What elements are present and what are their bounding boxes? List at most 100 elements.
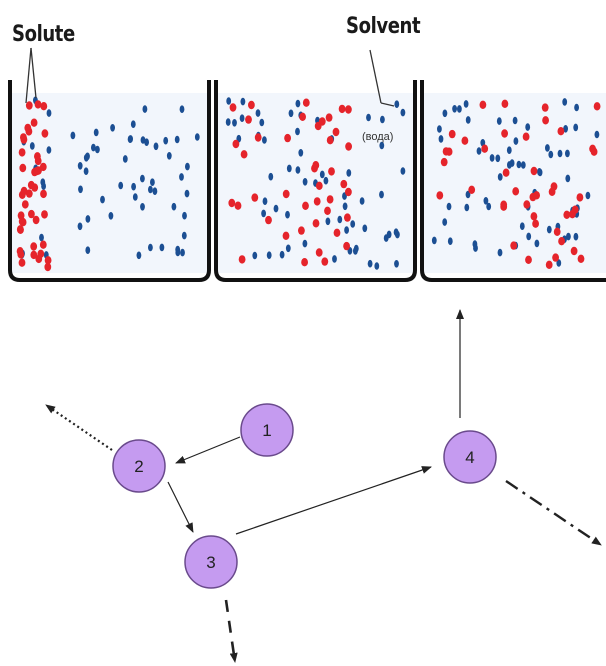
solvent-particle: [85, 215, 91, 223]
solute-particle: [577, 254, 585, 263]
solute-particle: [343, 241, 350, 251]
solute-particle: [501, 99, 509, 109]
solvent-particle: [295, 166, 301, 174]
edge-2-to-3: [167, 481, 194, 533]
solute-particle: [17, 225, 24, 234]
solute-particle: [37, 249, 45, 258]
path-3-dashed: [224, 599, 238, 663]
solute-particle: [571, 205, 579, 214]
solvent-particle: [512, 116, 518, 125]
solvent-particle: [509, 159, 515, 167]
solute-particle: [442, 147, 450, 156]
solvent-particle: [344, 226, 349, 234]
solute-particle: [299, 112, 306, 122]
solute-particle: [576, 193, 584, 202]
solute-particle: [313, 197, 321, 206]
solvent-particle: [163, 136, 169, 145]
solvent-particle: [140, 174, 145, 183]
solute-particle: [282, 231, 290, 240]
node-2: 2: [112, 439, 166, 493]
solvent-particle: [534, 239, 540, 248]
solute-particle: [312, 161, 320, 170]
solvent-particle: [537, 168, 542, 176]
solute-particle: [525, 255, 532, 264]
solvent-particle: [232, 119, 237, 127]
solvent-particle: [513, 137, 519, 145]
solvent-particle: [85, 246, 91, 254]
solvent-particle: [585, 191, 591, 200]
solvent-particle: [497, 248, 503, 257]
solvent-particle: [46, 146, 52, 154]
solvent-particle: [325, 217, 331, 226]
solvent-particle: [185, 162, 190, 171]
solute-particle: [18, 258, 26, 267]
solute-particle: [44, 262, 52, 272]
solute-particle: [34, 156, 42, 166]
solute-particle: [251, 193, 259, 202]
solvent-particle: [77, 222, 83, 231]
solvent-particle: [545, 144, 550, 152]
solute-particle: [21, 200, 29, 209]
solvent-particle: [252, 251, 258, 260]
solvent-particle: [122, 155, 128, 163]
solvent-particle: [226, 97, 232, 105]
solvent-particle: [464, 203, 470, 212]
solvent-particle: [594, 130, 600, 139]
solute-particle: [332, 127, 340, 137]
solvent-particle: [268, 172, 274, 181]
solvent-particle: [476, 147, 482, 155]
solvent-particle: [342, 202, 348, 211]
solute-particle: [593, 102, 601, 111]
solute-particle: [312, 219, 320, 228]
solvent-particle: [273, 204, 279, 213]
solvent-particle: [166, 152, 172, 160]
solvent-particle: [194, 133, 200, 141]
solute-particle: [563, 210, 571, 219]
solvent-particle: [302, 239, 308, 248]
solvent-particle: [295, 127, 300, 136]
solvent-particle: [100, 195, 105, 204]
solvent-particle: [83, 154, 89, 162]
solute-particle: [340, 179, 348, 189]
solute-particle: [228, 198, 236, 208]
solvent-particle: [279, 250, 285, 259]
solvent-particle: [565, 174, 571, 183]
solvent-particle: [526, 232, 532, 241]
solvent-particle: [546, 225, 552, 234]
solute-particle: [302, 98, 310, 107]
solvent-particle: [548, 150, 554, 159]
solute-particle: [39, 162, 47, 172]
solvent-particle: [452, 105, 457, 113]
solvent-particle: [140, 136, 146, 144]
solvent-particle: [337, 215, 343, 224]
solvent-particle: [495, 154, 501, 163]
solute-particle: [326, 195, 334, 204]
solute-particle: [265, 215, 272, 225]
solvent-particle: [262, 136, 267, 144]
solute-particle: [34, 100, 42, 109]
solute-particle: [324, 206, 331, 215]
solute-particle: [338, 104, 346, 114]
solute-particle: [44, 256, 52, 265]
solvent-particle: [255, 109, 261, 117]
solute-particle: [558, 237, 565, 246]
solvent-particle: [566, 232, 571, 241]
solute-particle: [448, 129, 456, 139]
solvent-particle: [366, 113, 371, 122]
solute-particle: [345, 105, 352, 114]
solute-particle: [590, 147, 598, 156]
solute-particle: [557, 127, 565, 136]
solvent-particle: [516, 160, 522, 169]
node-1-label: 1: [262, 421, 271, 440]
solvent-particle: [140, 203, 145, 211]
solvent-particle: [486, 202, 492, 211]
solvent-particle: [438, 135, 444, 143]
solvent-particle: [118, 181, 124, 190]
solute-particle: [552, 253, 559, 262]
solvent-particle: [179, 105, 185, 113]
solvent-particle: [285, 244, 291, 253]
solvent-particle: [110, 124, 115, 132]
solvent-particle: [573, 232, 579, 241]
solute-particle: [550, 182, 558, 191]
